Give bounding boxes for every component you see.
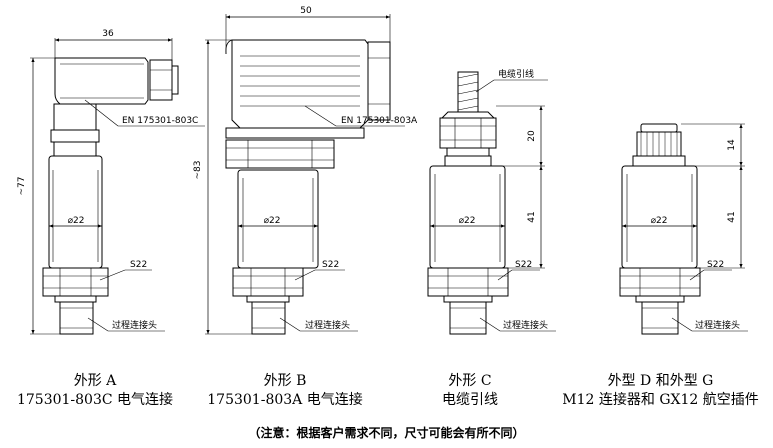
variant-b-drawing bbox=[205, 14, 405, 335]
variant-a-texts: 36 ~77 EN 175301-803C ⌀22 S22 过程连接头 bbox=[17, 29, 198, 331]
variant-a-top-dim: 36 bbox=[102, 29, 114, 39]
variant-a-connector-label: EN 175301-803C bbox=[122, 116, 198, 126]
variant-b-top-dim: 50 bbox=[300, 6, 312, 16]
variant-c-cable-label: 电缆引线 bbox=[498, 68, 534, 80]
variant-d-diameter: ⌀22 bbox=[651, 216, 668, 226]
variant-d-caption: 外型 D 和外型 G M12 连接器和 GX12 航空插件 bbox=[548, 372, 773, 410]
variant-a-process-label: 过程连接头 bbox=[112, 319, 157, 331]
variant-b-connector-label: EN 175301-803A bbox=[341, 116, 418, 126]
variant-d-hex: S22 bbox=[707, 260, 724, 270]
variant-c-caption-title: 外形 C bbox=[448, 373, 492, 389]
variant-b-caption-desc: 175301-803A 电气连接 bbox=[207, 392, 363, 408]
variant-c-texts: 电缆引线 20 41 ⌀22 S22 过程连接头 bbox=[459, 68, 548, 331]
variant-c-diameter: ⌀22 bbox=[459, 216, 476, 226]
variant-c-process-label: 过程连接头 bbox=[503, 319, 548, 331]
variant-c-caption: 外形 C 电缆引线 bbox=[395, 372, 545, 410]
variant-d-upper-dim: 14 bbox=[727, 139, 737, 151]
variant-d-caption-title: 外型 D 和外型 G bbox=[607, 373, 714, 389]
variant-b-hex: S22 bbox=[322, 260, 339, 270]
variant-b-caption-title: 外形 B bbox=[263, 373, 307, 389]
variant-d-drawing bbox=[619, 123, 748, 335]
variant-c-caption-desc: 电缆引线 bbox=[442, 392, 498, 408]
variant-a-height-dim: ~77 bbox=[17, 177, 27, 196]
variant-a-drawing bbox=[30, 38, 205, 335]
variant-a-caption-title: 外形 A bbox=[73, 373, 117, 389]
variant-a-diameter: ⌀22 bbox=[68, 216, 85, 226]
variant-a-caption: 外形 A 175301-803C 电气连接 bbox=[0, 372, 190, 410]
variant-d-lower-dim: 41 bbox=[727, 211, 737, 222]
variant-a-hex: S22 bbox=[130, 260, 147, 270]
variant-d-process-label: 过程连接头 bbox=[695, 319, 740, 331]
variant-b-diameter: ⌀22 bbox=[264, 216, 281, 226]
variant-c-lower-dim: 41 bbox=[527, 211, 537, 222]
variant-d-texts: 14 41 ⌀22 S22 过程连接头 bbox=[651, 139, 740, 331]
variant-d-caption-desc: M12 连接器和 GX12 航空插件 bbox=[562, 392, 759, 408]
variant-b-caption: 外形 B 175301-803A 电气连接 bbox=[185, 372, 385, 410]
variant-c-upper-dim: 20 bbox=[527, 130, 537, 142]
variant-a-caption-desc: 175301-803C 电气连接 bbox=[16, 392, 174, 408]
variant-b-height-dim: ~83 bbox=[193, 161, 203, 180]
variant-c-drawing bbox=[427, 71, 556, 335]
variant-c-hex: S22 bbox=[515, 260, 532, 270]
variant-b-process-label: 过程连接头 bbox=[305, 319, 350, 331]
variant-b-texts: 50 ~83 EN 175301-803A ⌀22 S22 过程连接头 bbox=[193, 6, 418, 331]
dimension-note: （注意：根据客户需求不同，尺寸可能会有所不同） bbox=[248, 426, 525, 440]
